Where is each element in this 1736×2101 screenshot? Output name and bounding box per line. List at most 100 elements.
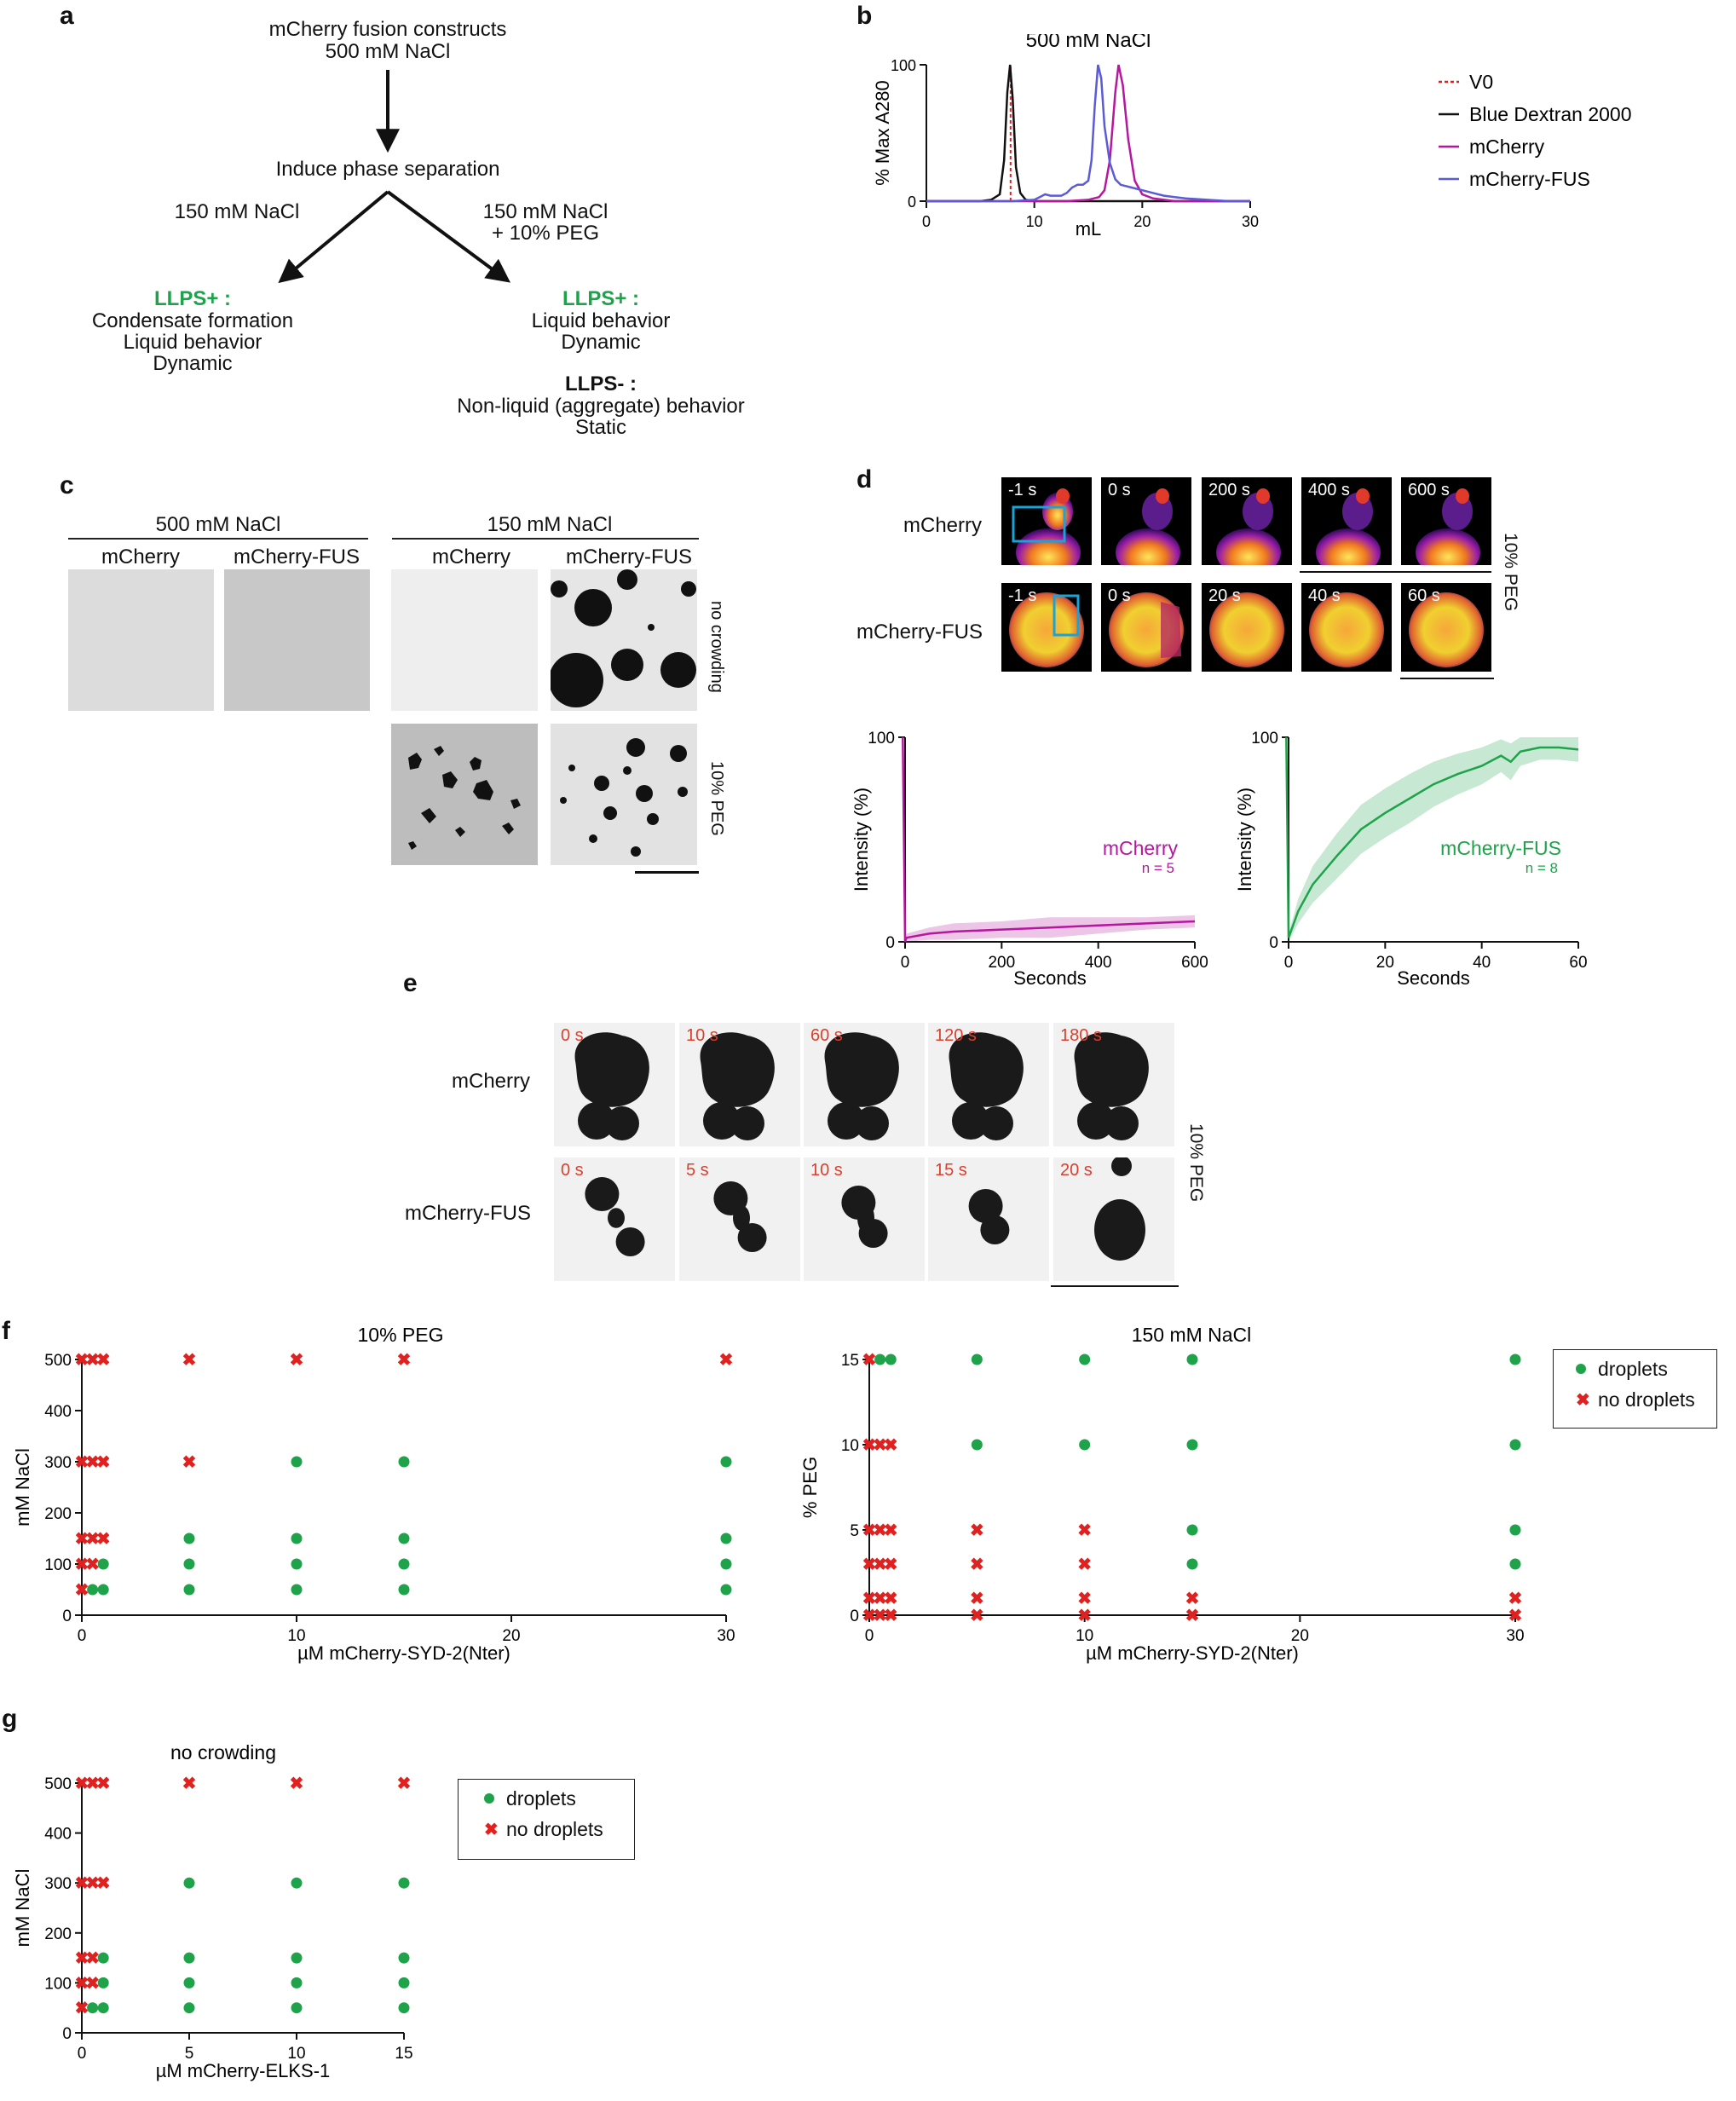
no-droplet-point: ✖: [182, 1775, 197, 1793]
no-droplet-point: ✖: [96, 1874, 111, 1893]
a-right-llps: LLPS+ :: [562, 287, 640, 310]
e-time-label: 5 s: [686, 1161, 709, 1180]
series-label: mCherry-FUS: [1440, 837, 1561, 859]
d-frap-image: 60 s: [1401, 583, 1491, 672]
e-fusion-image: 180 s: [1053, 1023, 1174, 1146]
c-img-500-mcherry: [68, 569, 214, 711]
y-tick-label: 100: [44, 1975, 72, 1993]
no-droplet-point: ✖: [862, 1521, 877, 1540]
y-tick-label: 400: [44, 1403, 72, 1421]
y-tick-label: 15: [841, 1352, 859, 1370]
c-img-peg-fus: [551, 724, 697, 865]
droplet-point: [398, 1558, 410, 1570]
droplet-point: [291, 2002, 303, 2014]
droplet-point: [183, 1584, 195, 1596]
no-droplet-point: ✖: [85, 1949, 100, 1968]
c-col-0: mCherry: [101, 545, 181, 569]
droplet-point: [720, 1558, 732, 1570]
no-droplet-point: ✖: [182, 1453, 197, 1472]
droplet-point: [97, 1952, 109, 1964]
c-img-500-fus: [224, 569, 370, 711]
no-droplet-point: ✖: [970, 1590, 984, 1608]
droplet-point: [971, 1439, 983, 1451]
no-droplet-point: ✖: [397, 1775, 412, 1793]
droplet-point: [398, 1952, 410, 1964]
y-axis-label: mM NaCl: [12, 1869, 33, 1948]
droplet-point: [291, 1558, 303, 1570]
a-right-neg-line-0: Non-liquid (aggregate) behavior: [457, 395, 745, 418]
x-tick-label: 30: [1506, 1627, 1524, 1645]
d-frap-image: -1 s: [1001, 583, 1092, 672]
droplet-point: [1186, 1524, 1198, 1536]
droplet-point: [971, 1354, 983, 1365]
x-tick-label: 200: [988, 954, 1015, 972]
x-axis-label: mL: [1076, 218, 1102, 240]
droplet-point: [87, 2002, 99, 2014]
no-droplet-point: ✖: [873, 1590, 887, 1608]
droplet-point: [291, 1952, 303, 1964]
n-label: n = 5: [1142, 860, 1174, 876]
e-fusion-image: 5 s: [679, 1157, 800, 1281]
panel-label-c: c: [60, 471, 74, 499]
x-tick-label: 10: [1076, 1627, 1093, 1645]
series-line: [1285, 736, 1579, 938]
c-group1-line: [68, 538, 368, 540]
c-group1: 500 mM NaCl: [155, 513, 281, 536]
e-time-label: 0 s: [561, 1161, 584, 1180]
d-frap-image: 20 s: [1202, 583, 1292, 672]
y-axis-label: Intensity (%): [851, 788, 872, 892]
y-tick-label: 0: [885, 934, 895, 952]
panel-label-e: e: [403, 969, 418, 997]
d-time-label: 0 s: [1108, 481, 1131, 499]
legend-no-droplets: no droplets: [1598, 1388, 1695, 1411]
no-droplet-point: ✖: [1077, 1590, 1092, 1608]
chart-title: 500 mM NaCl: [1026, 34, 1151, 52]
legend-droplet-icon: [1576, 1364, 1586, 1374]
d-time-label: 40 s: [1308, 586, 1341, 605]
no-droplet-point: ✖: [397, 1351, 412, 1370]
d-side-label: 10% PEG: [1501, 533, 1520, 612]
c-group2-line: [392, 538, 699, 540]
y-tick-label: 100: [891, 57, 916, 74]
x-tick-label: 15: [395, 2045, 412, 2063]
droplet-point: [720, 1456, 732, 1468]
panel-label-f: f: [2, 1317, 10, 1345]
d-time-label: 400 s: [1308, 481, 1350, 499]
panel-label-d: d: [856, 465, 873, 494]
e-fusion-image: 0 s: [554, 1157, 675, 1281]
y-tick-label: 300: [44, 1454, 72, 1472]
y-axis-label: % Max A280: [872, 80, 893, 186]
droplet-point: [1186, 1558, 1198, 1570]
chart-title: 10% PEG: [358, 1324, 444, 1346]
no-droplet-point: ✖: [85, 1874, 100, 1893]
x-tick-label: 20: [1133, 213, 1151, 230]
y-tick-label: 400: [44, 1826, 72, 1844]
c-img-peg-mcherry: [391, 724, 538, 865]
e-time-label: 0 s: [561, 1026, 584, 1045]
no-droplet-point: ✖: [873, 1436, 887, 1455]
x-axis-label: Seconds: [1013, 967, 1087, 989]
d-frap-image: 0 s: [1101, 477, 1191, 565]
no-droplet-point: ✖: [1508, 1607, 1523, 1625]
c-scale-bar: [635, 871, 699, 874]
droplet-point: [183, 1558, 195, 1570]
droplet-point: [1079, 1439, 1091, 1451]
y-tick-label: 0: [62, 1607, 72, 1625]
e-time-label: 180 s: [1060, 1026, 1102, 1045]
no-droplet-point: ✖: [1508, 1590, 1523, 1608]
no-droplet-point: ✖: [884, 1436, 898, 1455]
droplet-point: [291, 1877, 303, 1889]
d-time-label: 200 s: [1208, 481, 1250, 499]
d-frap-image: 600 s: [1401, 477, 1491, 565]
droplet-point: [183, 1977, 195, 1988]
e-fusion-image: 0 s: [554, 1023, 675, 1146]
droplet-point: [398, 1977, 410, 1988]
c-row1-label: no crowding: [707, 601, 726, 693]
a-top-line1: mCherry fusion constructs: [268, 18, 507, 41]
c-row2-label: 10% PEG: [707, 761, 726, 836]
x-tick-label: 10: [287, 1627, 305, 1645]
no-droplet-point: ✖: [1077, 1556, 1092, 1574]
y-tick-label: 0: [908, 193, 916, 211]
